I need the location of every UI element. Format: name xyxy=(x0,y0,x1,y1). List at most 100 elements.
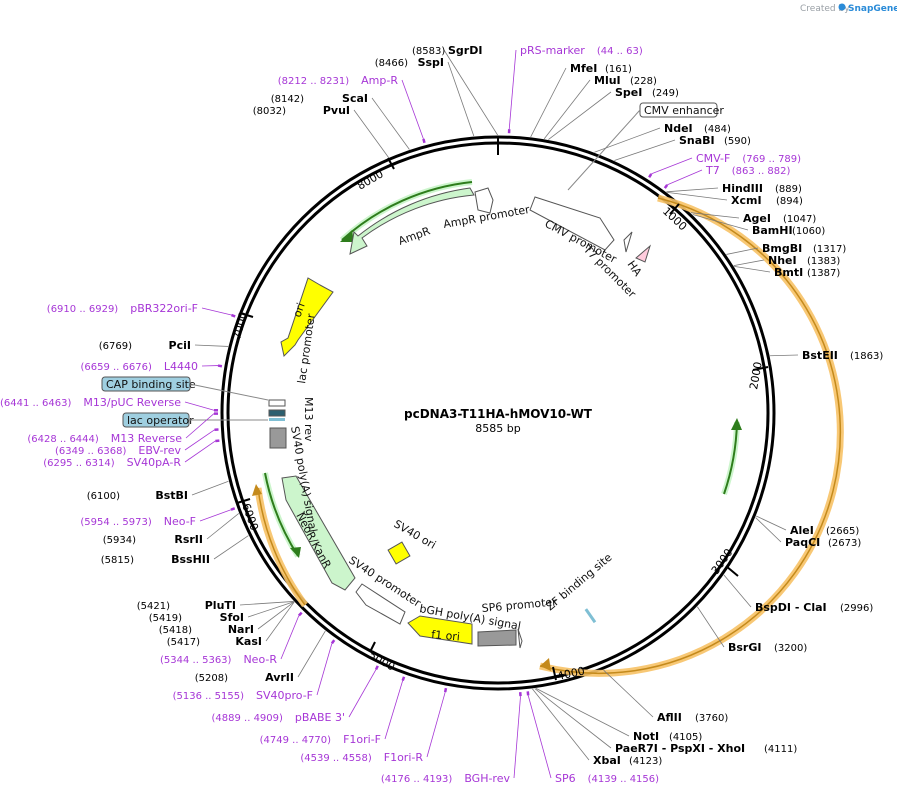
primer-range-neo-f: (5954 .. 5973) xyxy=(80,517,152,528)
boxed-label-lac-operator: lac operator xyxy=(127,414,194,427)
primer-range-amp-r: (8212 .. 8231) xyxy=(278,76,350,87)
feature-label-f1-ori: f1 ori xyxy=(431,628,461,643)
site-name-bmgbi: BmgBI xyxy=(762,242,802,255)
primer-mark-sv40pro-f xyxy=(330,639,336,645)
leader-lines xyxy=(184,49,799,779)
site-pos-paer7i-pspxi-xhoi: (4111) xyxy=(764,744,797,755)
primer-leader-sv40pro-f xyxy=(316,643,333,696)
primer-range-bgh-rev: (4176 .. 4193) xyxy=(381,774,453,785)
feature-cmv-promoter xyxy=(529,196,615,251)
site-pos-xcmi: (894) xyxy=(776,196,803,207)
primer-name-f1ori-r: F1ori-R xyxy=(384,751,424,764)
orf-arrowhead-neo xyxy=(252,484,262,496)
site-name-rsrii: RsrII xyxy=(174,533,203,546)
site-pos-bsshii: (5815) xyxy=(101,555,134,566)
site-name-spei: SpeI xyxy=(615,86,642,99)
tick-label-8000: 8000 xyxy=(355,167,386,192)
primer-range-prs-marker: (44 .. 63) xyxy=(597,46,643,57)
primer-leader-sp6 xyxy=(527,695,552,779)
primer-range-neo-r: (5344 .. 5363) xyxy=(160,655,232,666)
primer-mark-l4440 xyxy=(217,364,223,368)
site-leader-snabi xyxy=(614,139,676,161)
feature-lac-promoter xyxy=(268,399,286,407)
site-pos-bamhi: (1060) xyxy=(792,226,825,237)
site-name-paer7i-pspxi-xhoi: PaeR7I - PspXI - XhoI xyxy=(615,742,745,755)
primer-leader-t7 xyxy=(667,169,703,186)
primer-leader-pbr322ori-f xyxy=(201,307,232,316)
primer-name-ebv-rev: EBV-rev xyxy=(138,444,181,457)
primer-range-m13-reverse: (6428 .. 6444) xyxy=(27,434,99,445)
site-leader-bsshii xyxy=(213,535,249,560)
primer-mark-amp-r xyxy=(422,138,426,144)
site-pos-sfoi: (5419) xyxy=(149,613,182,624)
feature-amp-promoter xyxy=(474,187,494,214)
feature-ori xyxy=(280,277,334,358)
site-name-bsshii: BssHII xyxy=(171,553,210,566)
site-leader-sgrdi xyxy=(443,49,498,136)
tick-label-4000: 4000 xyxy=(556,664,586,683)
site-pos-avrii: (5208) xyxy=(195,673,228,684)
site-leader-rsrii xyxy=(206,513,240,540)
site-name-bspdi-clai: BspDI - ClaI xyxy=(755,601,827,614)
site-name-agei: AgeI xyxy=(743,212,771,225)
site-leader-avrii xyxy=(297,630,326,678)
site-leader-alei xyxy=(756,515,787,531)
site-pos-xbai: (4123) xyxy=(629,756,662,767)
site-name-bmti: BmtI xyxy=(774,266,803,279)
site-name-pvui: PvuI xyxy=(323,104,350,117)
boxed-cap-binding-leader xyxy=(189,383,269,401)
site-name-nari: NarI xyxy=(228,623,254,636)
primer-range-cmv-f: (769 .. 789) xyxy=(742,154,801,165)
site-leader-nari xyxy=(257,601,295,630)
primer-range-sv40pro-f: (5136 .. 5155) xyxy=(173,691,245,702)
feature-ampr xyxy=(349,187,475,255)
primer-range-ebv-rev: (6349 .. 6368) xyxy=(55,446,127,457)
feature-label-ha: HA xyxy=(625,258,645,279)
tick-label-5000: 5000 xyxy=(367,648,398,673)
primer-mark-cmv-f xyxy=(648,173,653,178)
site-pos-pluti: (5421) xyxy=(137,601,170,612)
site-leader-bsrgi xyxy=(697,606,725,648)
site-leader-hindiii xyxy=(666,187,719,193)
site-name-kasi: KasI xyxy=(235,635,262,648)
green-arrowhead-neo xyxy=(290,547,301,558)
site-name-alei: AleI xyxy=(790,524,814,537)
site-name-sgrdi: SgrDI xyxy=(448,44,482,57)
primer-leader-neo-r xyxy=(280,615,300,660)
orf-arc-neo-line xyxy=(257,487,306,606)
primer-name-pbabe-3: pBABE 3' xyxy=(295,711,345,724)
site-leader-agei xyxy=(690,212,740,219)
site-pos-bstbi: (6100) xyxy=(87,491,120,502)
primer-range-t7: (863 .. 882) xyxy=(732,166,791,177)
site-name-mfei: MfeI xyxy=(570,62,597,75)
site-leader-bsteii xyxy=(770,354,799,357)
primer-name-sv40pa-r: SV40pA-R xyxy=(127,456,182,469)
primer-name-l4440: L4440 xyxy=(164,360,198,373)
annotation-labels: SgrDI(8583)SspI(8466)ScaI(8142)PvuI(8032… xyxy=(0,44,883,785)
feature-sv40-promoter xyxy=(355,583,406,625)
primer-name-sp6: SP6 xyxy=(555,772,576,785)
primer-range-sp6: (4139 .. 4156) xyxy=(588,774,660,785)
site-leader-bamhi xyxy=(692,214,749,231)
site-pos-bmti: (1387) xyxy=(807,268,840,279)
primer-name-pbr322ori-f: pBR322ori-F xyxy=(130,302,198,315)
primer-range-m13-puc-reverse: (6441 .. 6463) xyxy=(0,398,71,409)
orf-arrowhead-mov10 xyxy=(540,658,551,671)
site-pos-pvui: (8032) xyxy=(253,106,286,117)
site-name-ndei: NdeI xyxy=(664,122,693,135)
feature-label-ori: ori xyxy=(291,301,308,319)
boxed-label-cap-binding: CAP binding site xyxy=(106,378,196,391)
orf-arc-mov10-line xyxy=(539,197,842,675)
primer-name-sv40pro-f: SV40pro-F xyxy=(256,689,313,702)
site-leader-nhei xyxy=(733,259,765,267)
site-pos-mlui: (228) xyxy=(630,76,657,87)
site-name-noti: NotI xyxy=(633,730,659,743)
primer-leader-m13-reverse xyxy=(185,413,215,439)
primer-range-sv40pa-r: (6295 .. 6314) xyxy=(43,458,115,469)
site-name-snabi: SnaBI xyxy=(679,134,715,147)
primer-mark-f1ori-r xyxy=(443,687,448,693)
green-arrow-ampr-line xyxy=(341,181,473,241)
site-name-aflii: AflII xyxy=(657,711,682,724)
feature-f1-ori xyxy=(407,615,473,645)
